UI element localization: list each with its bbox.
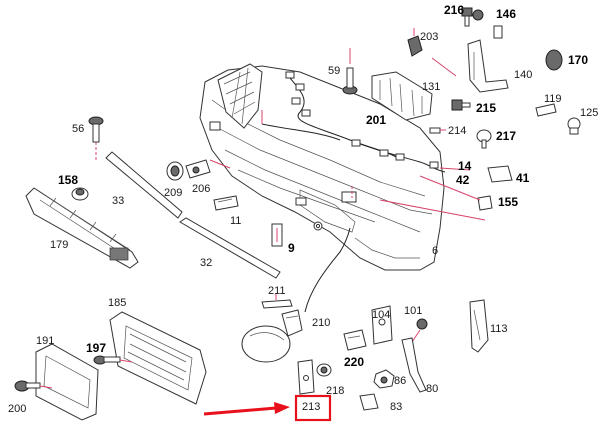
label-146[interactable]: 146 bbox=[496, 7, 516, 21]
trim-strip-33 bbox=[105, 151, 183, 219]
bracket-83 bbox=[359, 393, 379, 411]
label-155[interactable]: 155 bbox=[498, 195, 518, 209]
rivet-217 bbox=[476, 129, 492, 149]
label-59[interactable]: 59 bbox=[328, 65, 340, 77]
clip-220 bbox=[343, 329, 367, 351]
bolt-216 bbox=[461, 7, 473, 27]
bolt-200 bbox=[14, 380, 53, 392]
grille-frame bbox=[217, 63, 263, 129]
bracket-113 bbox=[469, 299, 489, 353]
bracket-140 bbox=[467, 39, 509, 93]
bracket-203 bbox=[407, 28, 423, 57]
label-32[interactable]: 32 bbox=[200, 257, 212, 269]
bracket-9 bbox=[271, 223, 283, 247]
highlight-box bbox=[294, 394, 332, 422]
bracket-211 bbox=[261, 294, 293, 309]
label-201[interactable]: 201 bbox=[366, 113, 386, 127]
bumper-cover bbox=[199, 65, 445, 271]
bolt-101 bbox=[411, 318, 428, 343]
label-218[interactable]: 218 bbox=[326, 385, 344, 397]
label-209[interactable]: 209 bbox=[164, 187, 182, 199]
label-42[interactable]: 42 bbox=[456, 173, 470, 187]
label-170[interactable]: 170 bbox=[568, 53, 588, 67]
label-206[interactable]: 206 bbox=[192, 183, 210, 195]
clip-119 bbox=[535, 103, 557, 117]
label-56[interactable]: 56 bbox=[72, 123, 84, 135]
bolt-215 bbox=[451, 99, 471, 111]
label-140[interactable]: 140 bbox=[514, 69, 532, 81]
pointer-arrow bbox=[203, 402, 290, 416]
clip-214 bbox=[429, 127, 446, 134]
label-11[interactable]: 11 bbox=[230, 215, 241, 227]
label-210[interactable]: 210 bbox=[312, 317, 330, 329]
bolt-197 bbox=[93, 355, 133, 365]
sensor-206 bbox=[185, 159, 211, 179]
clip-41 bbox=[487, 165, 513, 183]
plug-125 bbox=[567, 117, 581, 135]
absorber-131 bbox=[371, 71, 433, 121]
label-215[interactable]: 215 bbox=[476, 101, 496, 115]
clip-158 bbox=[71, 187, 89, 201]
label-211[interactable]: 211 bbox=[268, 285, 286, 297]
label-158[interactable]: 158 bbox=[58, 173, 78, 187]
label-217[interactable]: 217 bbox=[496, 129, 516, 143]
label-216[interactable]: 216 bbox=[444, 3, 464, 17]
bracket-80 bbox=[401, 337, 427, 393]
label-101[interactable]: 101 bbox=[404, 305, 422, 317]
label-119[interactable]: 119 bbox=[544, 93, 562, 105]
nut-146 bbox=[472, 9, 484, 21]
bracket-210 bbox=[281, 309, 303, 337]
label-131[interactable]: 131 bbox=[422, 81, 440, 93]
bolt-59 bbox=[342, 67, 358, 95]
bracket-213 bbox=[297, 359, 315, 395]
clip-155 bbox=[477, 195, 493, 211]
lower-grille bbox=[25, 187, 139, 269]
label-214[interactable]: 214 bbox=[448, 125, 466, 137]
label-41[interactable]: 41 bbox=[516, 171, 530, 185]
label-185[interactable]: 185 bbox=[108, 297, 126, 309]
cover-cap bbox=[241, 325, 291, 363]
clip-218 bbox=[316, 363, 332, 377]
label-191[interactable]: 191 bbox=[36, 335, 54, 347]
bracket-104 bbox=[371, 305, 393, 345]
label-197[interactable]: 197 bbox=[86, 341, 106, 355]
nut-86 bbox=[373, 369, 395, 389]
bracket-11 bbox=[213, 195, 239, 211]
label-113[interactable]: 113 bbox=[490, 323, 508, 335]
label-33[interactable]: 33 bbox=[112, 195, 124, 207]
bolt-56 bbox=[88, 116, 104, 160]
license-plate-holder bbox=[109, 311, 207, 405]
label-104[interactable]: 104 bbox=[372, 309, 390, 321]
bracket-146-clip bbox=[493, 25, 503, 39]
license-plate bbox=[35, 343, 99, 421]
label-86[interactable]: 86 bbox=[394, 375, 406, 387]
label-125[interactable]: 125 bbox=[580, 107, 598, 119]
label-9[interactable]: 9 bbox=[288, 241, 295, 255]
label-83[interactable]: 83 bbox=[390, 401, 402, 413]
trim-strip-32 bbox=[179, 217, 281, 279]
label-200[interactable]: 200 bbox=[8, 403, 26, 415]
label-14[interactable]: 14 bbox=[458, 159, 472, 173]
label-220[interactable]: 220 bbox=[344, 355, 364, 369]
label-179[interactable]: 179 bbox=[50, 239, 68, 251]
label-80[interactable]: 80 bbox=[426, 383, 438, 395]
label-6[interactable]: 6 bbox=[432, 245, 438, 257]
sensor-209 bbox=[166, 161, 184, 181]
wiring-harness bbox=[261, 71, 446, 173]
plug-170 bbox=[545, 49, 563, 71]
label-203[interactable]: 203 bbox=[420, 31, 438, 43]
part-labels: 216 146 203 59 131 140 170 119 125 215 2… bbox=[8, 3, 598, 415]
label-213[interactable]: 213 bbox=[302, 401, 320, 413]
